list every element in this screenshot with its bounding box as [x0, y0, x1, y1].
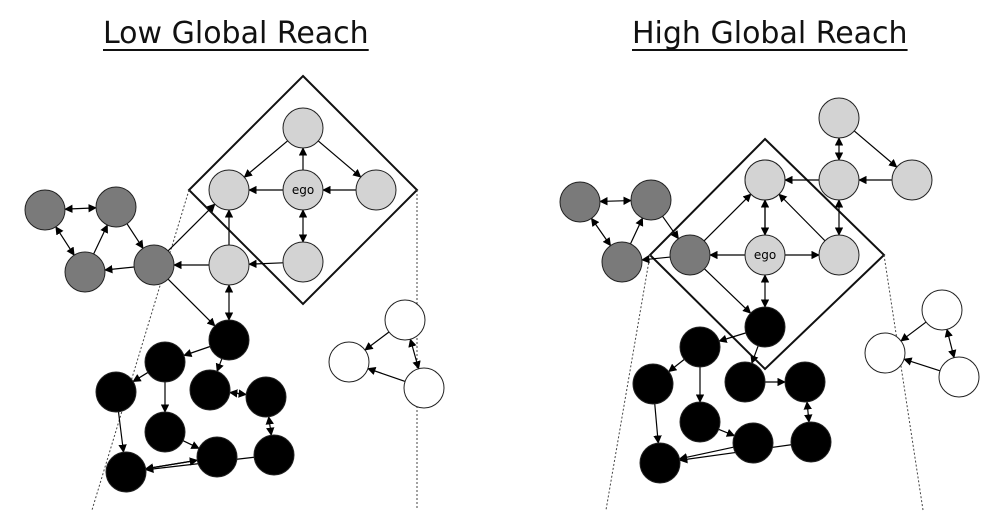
node-white-w_right: [403, 367, 445, 409]
panel-high-global-reach: ego: [559, 97, 980, 511]
edge-g_topleft-g_bottomleft: [590, 217, 612, 247]
node-white-w_left: [328, 341, 370, 383]
edge-l_lowright-l_top: [778, 193, 826, 242]
node-black-b_6: [196, 436, 238, 478]
node-light-l_bottom: [282, 241, 324, 283]
node-black-b_3: [144, 411, 186, 453]
edge-b_3-b_6: [182, 440, 200, 449]
edge-b_1-b_2: [668, 358, 685, 373]
node-black-b_1: [679, 326, 721, 368]
ego-label: ego: [292, 183, 314, 197]
edge-b_5-b_8: [265, 415, 275, 437]
edge-b_top-b_1: [183, 345, 211, 358]
node-black-b_8: [790, 421, 832, 463]
edge-b_top-b_4: [750, 345, 759, 364]
node-dark-g_topleft: [559, 181, 601, 223]
panel-title-high-global-reach: High Global Reach: [632, 16, 908, 51]
ego-neighborhood-diamond: [187, 74, 419, 306]
panel-title-low-global-reach: Low Global Reach: [103, 16, 369, 51]
edge-l_top-l_left: [243, 140, 289, 178]
edge-g_topright-g_hub: [126, 223, 144, 249]
node-dark-g_topright: [630, 179, 672, 221]
panel-low-global-reach: ego: [24, 74, 445, 511]
ego-label: ego: [754, 248, 776, 262]
node-black-b_7: [105, 451, 147, 493]
edge-w_top-w_right: [408, 338, 421, 370]
node-white-w_left: [864, 332, 906, 374]
edge-w_top-w_left: [364, 331, 390, 351]
node-black-b_8: [253, 434, 295, 476]
edge-b_5-b_4: [229, 389, 247, 398]
node-light-l_mid: [744, 159, 786, 201]
node-white-w_top: [921, 289, 963, 331]
edge-l_upper-l_far: [853, 130, 898, 168]
node-white-w_top: [384, 299, 426, 341]
node-black-b_4: [189, 369, 231, 411]
node-light-l_left: [208, 169, 250, 211]
node-dark-g_bottomleft: [601, 241, 643, 283]
node-light-l_lowleft: [208, 244, 250, 286]
projection-line-left: [605, 254, 651, 511]
edge-b_2-b_7: [653, 403, 662, 444]
edge-g_hub-b_top: [167, 278, 216, 327]
edge-b_5-b_8: [803, 401, 813, 423]
node-black-b_1: [144, 341, 186, 383]
edge-g_hub-g_bottomleft: [104, 265, 135, 274]
node-black-b_5: [784, 361, 826, 403]
projection-line-right: [883, 254, 924, 511]
edge-b_top-b_1: [718, 332, 747, 343]
node-black-b_2: [95, 371, 137, 413]
edge-l_top-l_right: [317, 140, 362, 178]
node-dark-g_topright: [95, 186, 137, 228]
edge-g_topleft-g_topright: [64, 203, 97, 214]
node-light-l_lowright: [818, 234, 860, 276]
node-light-l_far: [891, 159, 933, 201]
node-dark-g_bottomleft: [64, 251, 106, 293]
edge-b_3-b_6: [718, 428, 736, 437]
node-light-l_right: [818, 159, 860, 201]
edge-g_topleft-g_topright: [599, 196, 632, 206]
node-black-b_7: [639, 442, 681, 484]
node-black-b_2: [632, 363, 674, 405]
node-black-b_3: [679, 401, 721, 443]
node-light-l_upper: [818, 97, 860, 139]
edge-b_7-b_6: [145, 457, 199, 470]
node-black-b_4: [724, 361, 766, 403]
edge-g_hub-g_bottomleft: [641, 254, 671, 264]
edge-g_hub-b_top: [704, 268, 752, 314]
node-light-l_right: [355, 169, 397, 211]
node-dark-g_topleft: [24, 189, 66, 231]
edge-g_hub-l_left: [167, 203, 216, 252]
node-black-b_top: [208, 319, 250, 361]
node-dark-g_hub: [133, 244, 175, 286]
node-dark-g_hub: [669, 234, 711, 276]
edge-g_bottomleft-g_topright: [629, 217, 644, 245]
edge-b_6-b_7: [678, 446, 734, 462]
node-black-b_top: [744, 306, 786, 348]
node-light-l_top: [282, 107, 324, 149]
edge-b_2-b_7: [117, 411, 127, 453]
edge-g_topleft-g_bottomleft: [55, 226, 75, 256]
ego-neighborhood-diamond: [648, 137, 886, 371]
edge-w_top-w_right: [944, 328, 957, 359]
node-white-w_right: [938, 356, 980, 398]
edge-l_bottom-l_lowleft: [248, 259, 284, 269]
node-black-b_5: [245, 376, 287, 418]
edge-g_topright-g_hub: [662, 215, 679, 240]
edge-w_right-w_left: [903, 357, 941, 372]
node-black-b_6: [732, 422, 774, 464]
edge-b_1-b_2: [132, 371, 149, 383]
edge-g_bottomleft-g_topright: [93, 224, 108, 255]
edge-b_top-b_4: [215, 358, 224, 373]
edge-g_hub-l_top: [703, 193, 752, 242]
node-light-ego: [744, 234, 786, 276]
edge-w_right-w_left: [367, 367, 406, 383]
node-light-ego: [282, 169, 324, 211]
edge-w_top-w_left: [900, 321, 927, 342]
